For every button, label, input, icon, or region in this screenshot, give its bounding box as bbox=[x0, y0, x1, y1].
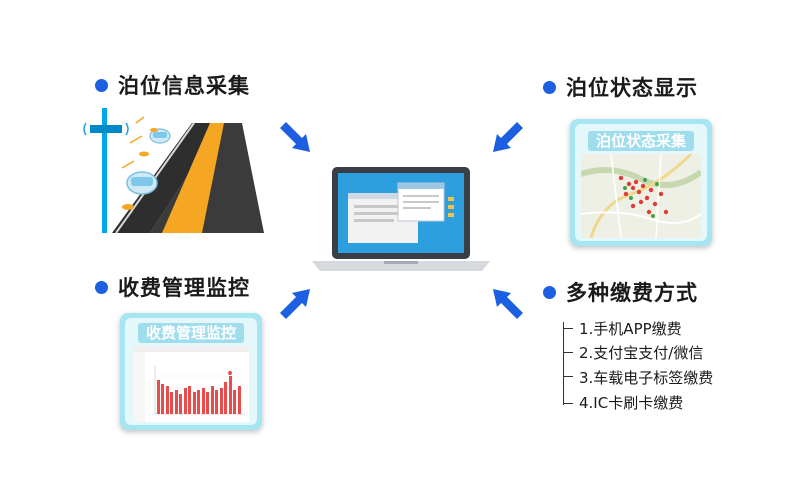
heading-payment-methods-label: 多种缴费方式 bbox=[566, 281, 698, 305]
list-tick bbox=[563, 328, 573, 329]
road-illustration bbox=[82, 103, 264, 233]
list-bracket bbox=[563, 322, 574, 405]
heading-status-display: 泊位状态显示 bbox=[543, 72, 698, 102]
heading-status-display-label: 泊位状态显示 bbox=[566, 76, 698, 100]
chart-card-inner: 收费管理监控 bbox=[125, 318, 257, 425]
map-card: 泊位状态采集 bbox=[570, 119, 712, 246]
heading-payment-methods: 多种缴费方式 bbox=[543, 277, 698, 307]
bullet-dot-icon bbox=[543, 285, 556, 299]
list-item: 1.手机APP缴费 bbox=[579, 320, 682, 338]
car-icon bbox=[126, 171, 158, 195]
car-icon bbox=[149, 128, 171, 144]
list-item: 4.IC卡刷卡缴费 bbox=[579, 394, 684, 412]
fee-bar-chart-image bbox=[133, 346, 249, 422]
arrow-down-left-icon bbox=[493, 122, 523, 152]
chart-card-title: 收费管理监控 bbox=[137, 323, 244, 343]
map-card-inner: 泊位状态采集 bbox=[575, 124, 707, 241]
list-item: 3.车载电子标签缴费 bbox=[579, 369, 714, 387]
chart-card: 收费管理监控 bbox=[120, 313, 262, 430]
laptop-icon bbox=[310, 165, 492, 275]
list-tick bbox=[563, 376, 573, 377]
bullet-dot-icon bbox=[543, 80, 556, 94]
bullet-dot-icon bbox=[95, 280, 108, 294]
arrow-up-left-icon bbox=[493, 289, 523, 319]
arrow-down-right-icon bbox=[280, 122, 310, 152]
heading-fee-monitor: 收费管理监控 bbox=[95, 272, 250, 302]
map-card-title: 泊位状态采集 bbox=[587, 131, 694, 151]
heading-fee-monitor-label: 收费管理监控 bbox=[118, 276, 250, 300]
parking-map-image bbox=[581, 154, 701, 238]
arrow-up-right-icon bbox=[280, 289, 310, 319]
bullet-dot-icon bbox=[95, 78, 108, 92]
list-item: 2.支付宝支付/微信 bbox=[579, 344, 704, 362]
list-tick bbox=[563, 403, 573, 404]
list-tick bbox=[563, 352, 573, 353]
heading-info-collect-label: 泊位信息采集 bbox=[118, 74, 250, 98]
heading-info-collect: 泊位信息采集 bbox=[95, 70, 250, 100]
